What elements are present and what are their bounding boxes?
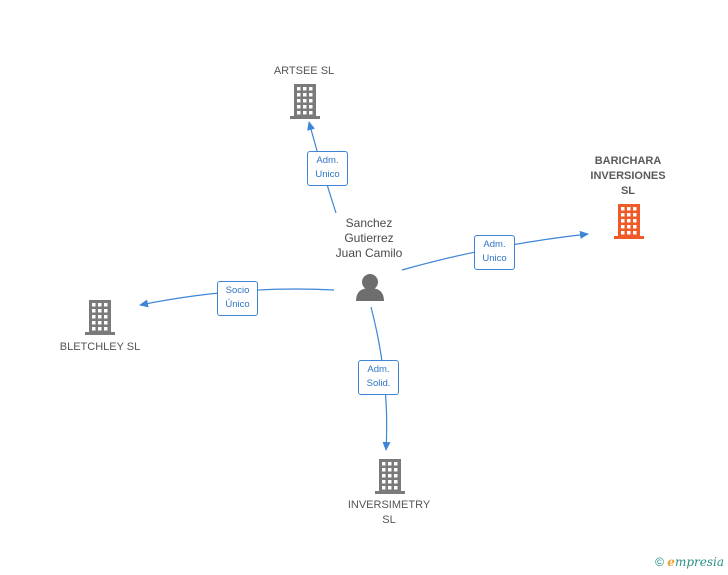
- building-icon-bletchley[interactable]: [85, 300, 115, 335]
- copyright-icon: ©: [655, 555, 664, 569]
- person-node-label: Sanchez Gutierrez Juan Camilo: [335, 216, 403, 260]
- relation-label-inversimetry[interactable]: Adm. Solid.: [358, 360, 399, 395]
- company-label-artsee[interactable]: ARTSEE SL: [273, 65, 335, 77]
- footer-brand: © empresia: [655, 555, 724, 569]
- company-label-inversimetry[interactable]: INVERSIMETRY SL: [347, 499, 431, 526]
- relation-label-barichara[interactable]: Adm. Unico: [474, 235, 515, 270]
- company-label-barichara[interactable]: BARICHARA INVERSIONES SL: [590, 155, 666, 197]
- building-icon-barichara[interactable]: [614, 204, 644, 239]
- building-icon-inversimetry[interactable]: [375, 459, 405, 494]
- brand-logo: empresia: [667, 555, 724, 569]
- person-icon[interactable]: [356, 274, 384, 301]
- building-icon-artsee[interactable]: [290, 84, 320, 119]
- relation-label-bletchley[interactable]: Socio Único: [217, 281, 258, 316]
- company-label-bletchley[interactable]: BLETCHLEY SL: [59, 341, 141, 353]
- relation-label-artsee[interactable]: Adm. Unico: [307, 151, 348, 186]
